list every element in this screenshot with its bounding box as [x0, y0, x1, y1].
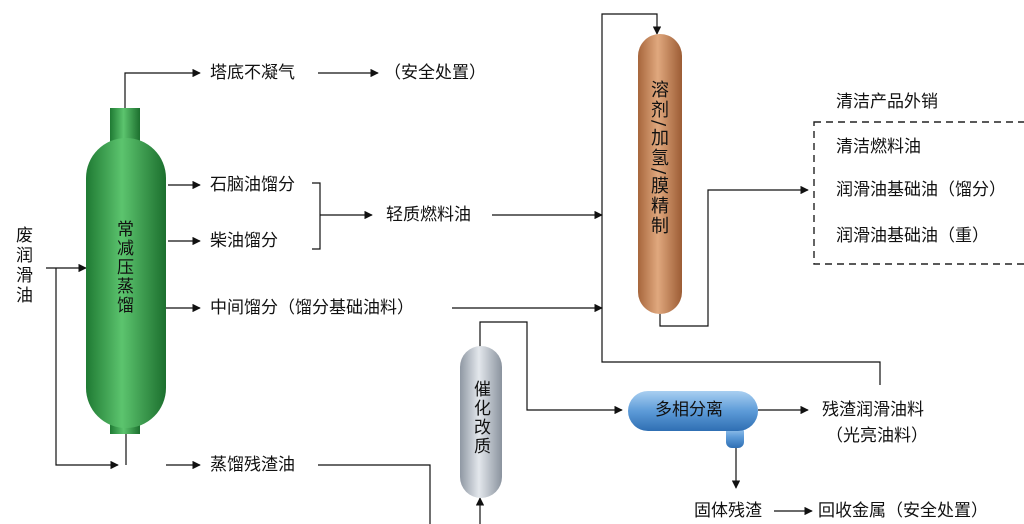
- products-title: 清洁产品外销: [836, 92, 938, 112]
- separator-label: 多相分离: [655, 400, 723, 420]
- residue-label: 蒸馏残渣油: [210, 455, 295, 475]
- product-item: 清洁燃料油: [836, 137, 921, 157]
- middle-cut-label: 中间馏分（馏分基础油料）: [210, 298, 414, 318]
- bright-stock-label: （光亮油料）: [826, 426, 928, 446]
- separator-vessel: [628, 391, 758, 448]
- metal-recovery-label: 回收金属（安全处置）: [818, 501, 988, 521]
- residue-lube-label: 残渣润滑油料: [822, 400, 924, 420]
- distillation-label: 常减压蒸馏: [113, 220, 133, 315]
- products-box: [813, 121, 1024, 265]
- recycle-arrow: [601, 13, 881, 385]
- feed-label: 废润滑油: [12, 226, 32, 306]
- catalytic-vessel: [460, 346, 502, 498]
- top-gas-arrow: [124, 68, 201, 108]
- feed-bypass-arrow: [55, 268, 119, 470]
- solid-residue-label: 固体残渣: [694, 501, 762, 521]
- product-item: 润滑油基础油（馏分）: [836, 180, 1006, 200]
- refining-vessel: [638, 34, 682, 314]
- brace: [312, 182, 321, 250]
- top-gas-label: 塔底不凝气: [210, 63, 295, 83]
- to-products-arrow: [659, 185, 809, 327]
- residue-line: [318, 464, 431, 524]
- distillation-vessel: [86, 108, 166, 434]
- light-fuel-label: 轻质燃料油: [386, 205, 471, 225]
- refining-label: 溶剂/加氢/膜精制: [648, 80, 669, 237]
- diesel-label: 柴油馏分: [210, 231, 278, 251]
- naphtha-label: 石脑油馏分: [210, 175, 295, 195]
- to-separator-arrow: [479, 321, 623, 415]
- catalytic-label: 催化改质: [470, 380, 490, 456]
- product-item: 润滑油基础油（重）: [836, 226, 989, 246]
- disposal-label: （安全处置）: [384, 63, 486, 83]
